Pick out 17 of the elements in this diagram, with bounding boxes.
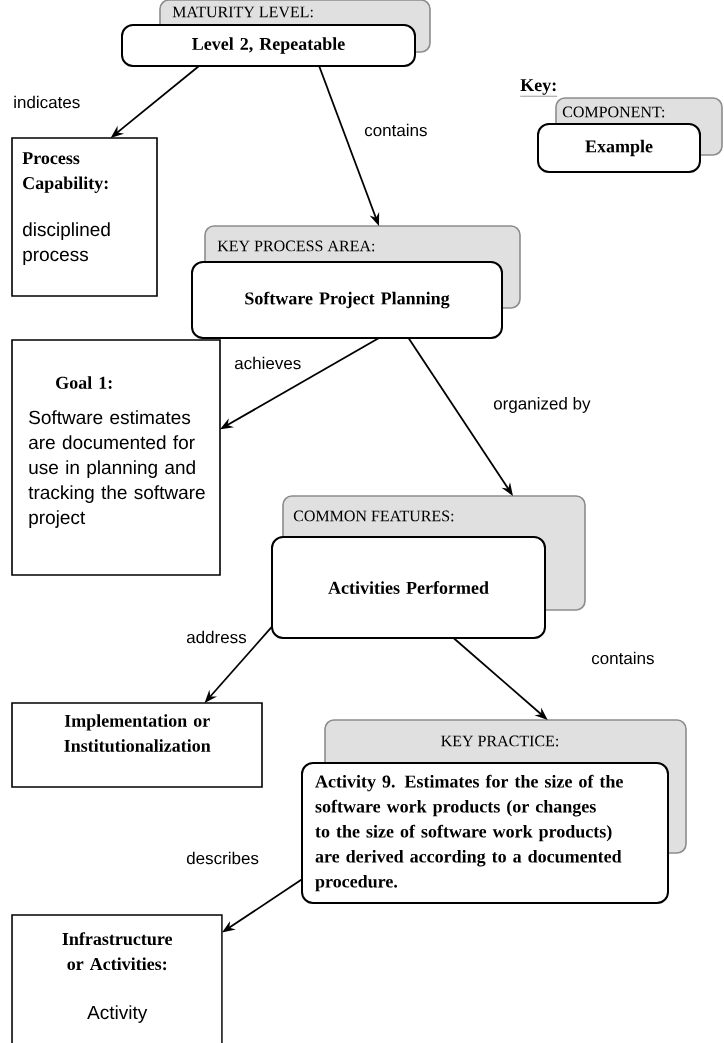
text-box: Infrastructure or Activities: Activity — [11, 914, 223, 1043]
edge-label: organized by — [492, 396, 592, 414]
edge-label: describes — [185, 850, 260, 866]
key-heading: Key: — [520, 79, 558, 97]
edge-label: achieves — [233, 355, 303, 371]
component-box: Level 2, Repeatable — [121, 24, 416, 67]
component-box: Software Project Planning — [191, 261, 503, 339]
edge-label: contains — [590, 650, 656, 666]
component-box: Example — [537, 123, 701, 173]
component-box: Activities Performed — [271, 536, 546, 639]
edge-label: address — [185, 629, 248, 645]
text-box: Goal 1: Software estimates are documented for use in planning and tracking the software project — [11, 339, 221, 576]
text-box: Process Capability: disciplined process — [11, 137, 158, 297]
text-box: Implementation or Institutionalization — [11, 702, 263, 788]
edge-label: contains — [363, 122, 429, 138]
component-box: Activity 9. Estimates for the size of the software work products (or changes to the size of software work products) are derived according to a documented procedure. — [301, 762, 669, 904]
edge-label: indicates — [12, 94, 82, 110]
